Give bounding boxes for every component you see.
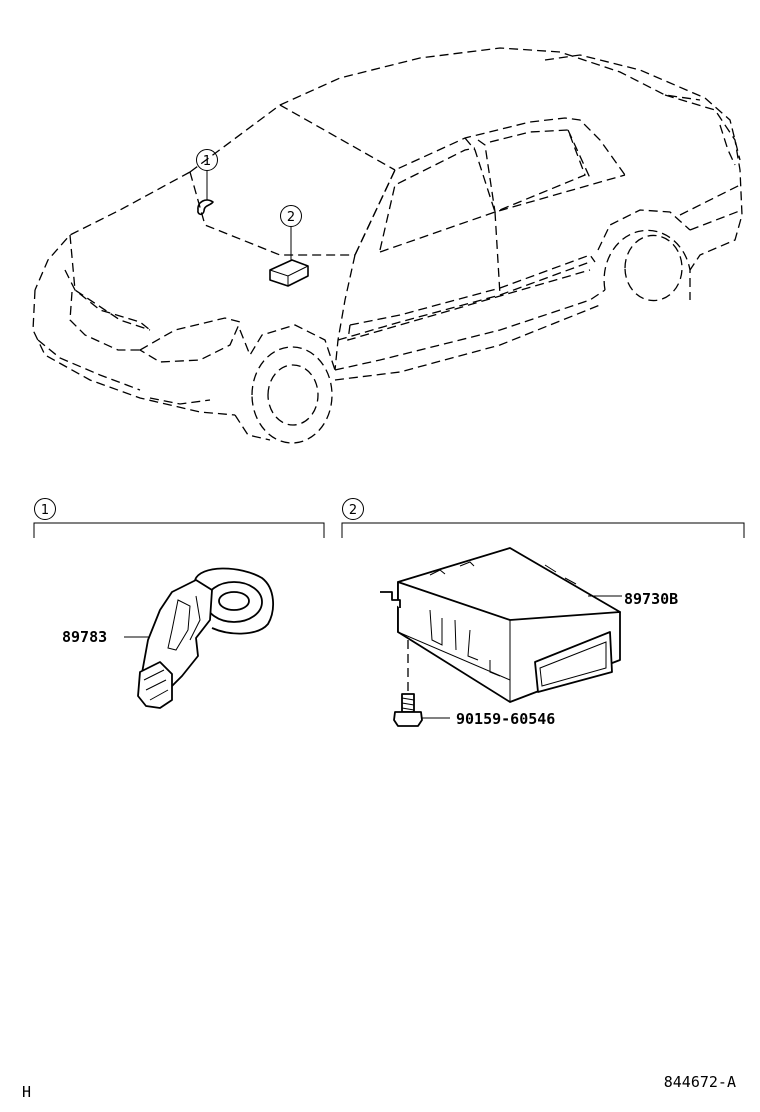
- callout-2[interactable]: 2: [269, 205, 309, 287]
- transponder-key-amplifier-icon[interactable]: [137, 567, 274, 709]
- callout-1[interactable]: 1: [196, 149, 218, 216]
- section-1-number: 1: [41, 503, 49, 518]
- bolt-icon[interactable]: [393, 693, 423, 727]
- section-2: 2 89730B 90159-60546: [341, 498, 745, 728]
- section-2-number: 2: [349, 503, 357, 518]
- part-number-89783: 89783: [62, 628, 107, 646]
- part-number-90159-60546: 90159-60546: [456, 710, 555, 728]
- corner-label-left: H: [22, 1083, 31, 1101]
- transponder-ecu-module-icon[interactable]: [380, 547, 621, 703]
- ecu-box-marker-icon: [269, 259, 309, 287]
- antenna-coil-marker-icon: [197, 199, 214, 216]
- figure-id: 844672-A: [664, 1073, 736, 1091]
- part-number-89730B: 89730B: [624, 590, 678, 608]
- callout-2-number: 2: [287, 210, 295, 225]
- vehicle-outline: [32, 47, 743, 444]
- section-1: 1 89783: [33, 498, 325, 709]
- callout-1-number: 1: [203, 154, 211, 169]
